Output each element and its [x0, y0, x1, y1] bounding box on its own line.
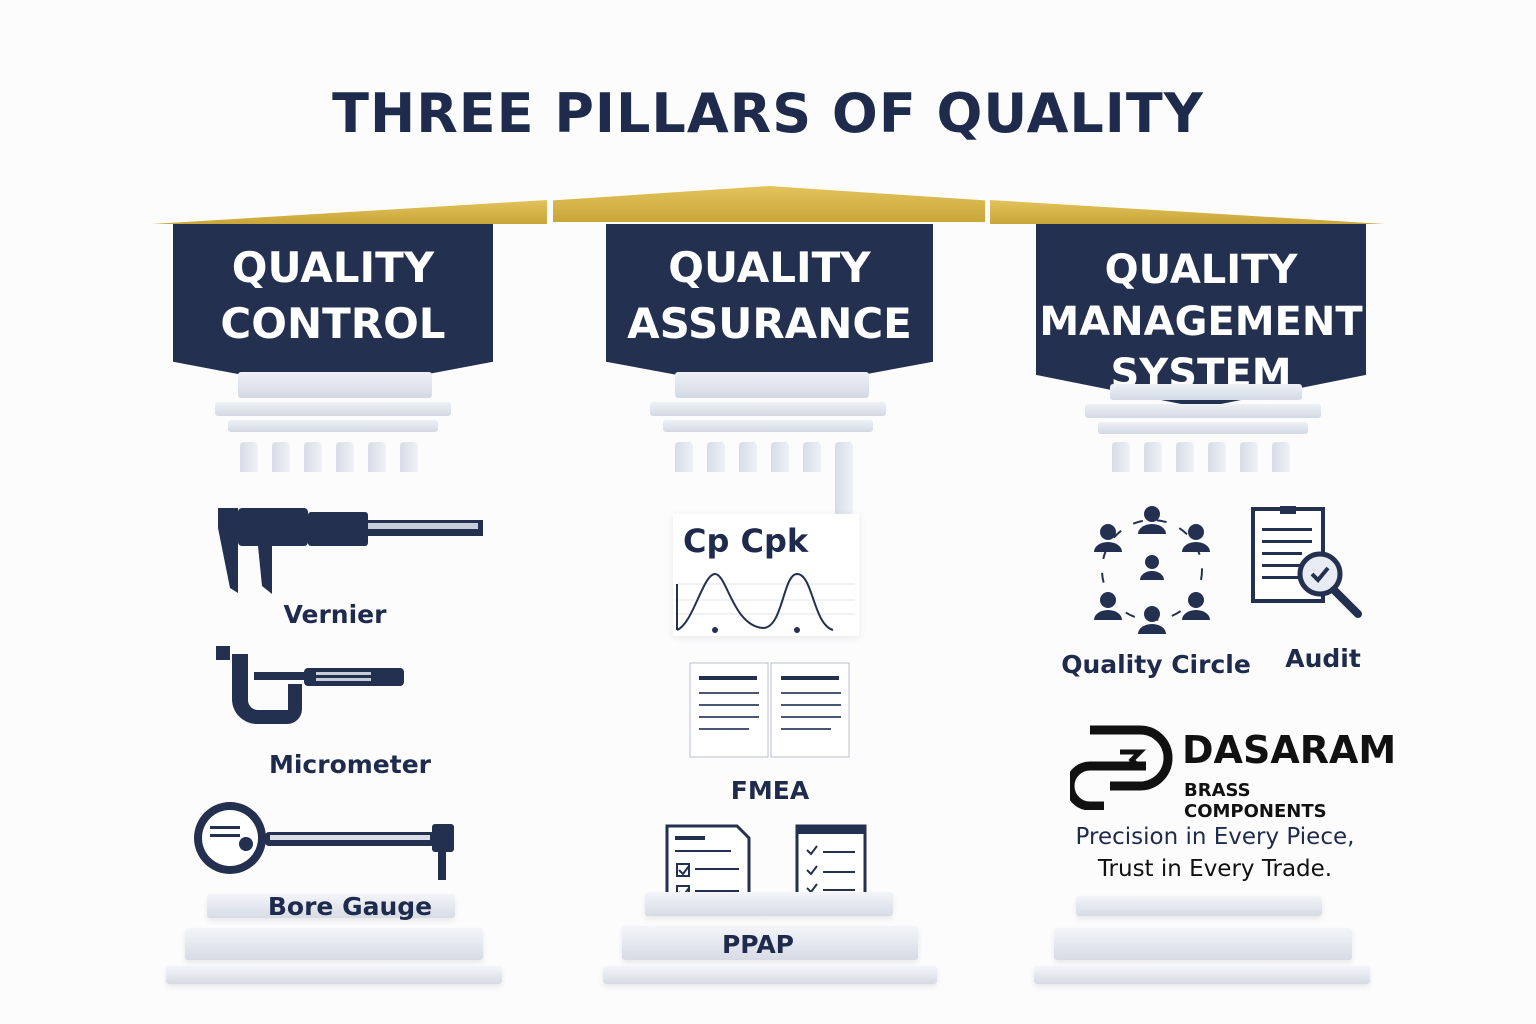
base-step	[645, 892, 893, 916]
bell-curve-chart-icon	[676, 572, 855, 633]
fmea-book-icon	[689, 662, 850, 758]
cp-cpk-card: Cp Cpk	[673, 514, 859, 636]
item-label-vernier: Vernier	[283, 600, 387, 629]
brand-tagline-line2: Trust in Every Trade.	[1097, 856, 1333, 882]
pillar-quality-control: QUALITY CONTROL Vernier Micrometer Bore …	[160, 224, 510, 994]
page-title: THREE PILLARS OF QUALITY	[332, 82, 1204, 145]
capital	[1085, 404, 1321, 418]
base-step	[1076, 896, 1322, 916]
capital	[1098, 422, 1308, 434]
banner-text: CONTROL	[220, 299, 446, 348]
item-label-micrometer: Micrometer	[268, 750, 431, 779]
flutes	[675, 442, 853, 560]
pillar-banner: QUALITY CONTROL	[173, 224, 493, 392]
item-label-quality-circle: Quality Circle	[1061, 650, 1251, 679]
audit-document-magnifier-icon	[1251, 506, 1362, 618]
capital	[238, 372, 432, 398]
dasaram-logo-icon	[1070, 725, 1173, 810]
pillar-roof-left	[152, 200, 547, 224]
banner-text: QUALITY	[231, 243, 435, 292]
flutes	[1112, 442, 1290, 472]
brand-tagline-line1: Precision in Every Piece,	[1075, 824, 1355, 850]
item-label-audit: Audit	[1285, 644, 1361, 673]
capital	[215, 402, 451, 416]
vernier-caliper-icon	[218, 508, 483, 594]
capital	[228, 420, 438, 432]
micrometer-icon	[212, 646, 404, 724]
pillar-banner: QUALITY ASSURANCE	[606, 224, 933, 392]
capital	[675, 372, 869, 398]
brand-name: DASARAM	[1182, 728, 1397, 772]
capital	[650, 402, 886, 416]
banner-text: QUALITY	[1104, 247, 1298, 293]
pillar-roof-center	[553, 186, 985, 222]
pillar-quality-management-system: QUALITY MANAGEMENT SYSTEM Quality Circle…	[1030, 224, 1396, 994]
pillar-banner: QUALITY MANAGEMENT SYSTEM	[1036, 224, 1366, 408]
base-step	[166, 966, 502, 984]
quality-circle-people-icon	[1094, 506, 1210, 634]
pillar-quality-assurance: QUALITY ASSURANCE Cp Cpk FMEA PPAP	[595, 224, 945, 994]
base-step	[622, 926, 918, 960]
banner-text: QUALITY	[668, 243, 871, 292]
base-step	[603, 966, 937, 984]
flutes	[240, 442, 418, 472]
bore-gauge-icon	[194, 802, 454, 880]
base-step	[185, 928, 483, 960]
capital	[1110, 384, 1302, 400]
base-step	[1034, 966, 1370, 984]
item-label-bore-gauge: Bore Gauge	[267, 892, 433, 921]
base-step	[207, 894, 455, 918]
item-label-ppap: PPAP	[721, 930, 795, 959]
banner-text: MANAGEMENT	[1039, 299, 1363, 345]
pillar-roof-right	[990, 200, 1385, 224]
item-label-fmea: FMEA	[730, 776, 810, 805]
banner-text: ASSURANCE	[627, 299, 912, 348]
base-step	[1054, 928, 1352, 960]
brand-subtitle: BRASS COMPONENTS	[1184, 780, 1327, 822]
cp-cpk-label: Cp Cpk	[683, 522, 809, 560]
capital	[663, 420, 873, 432]
